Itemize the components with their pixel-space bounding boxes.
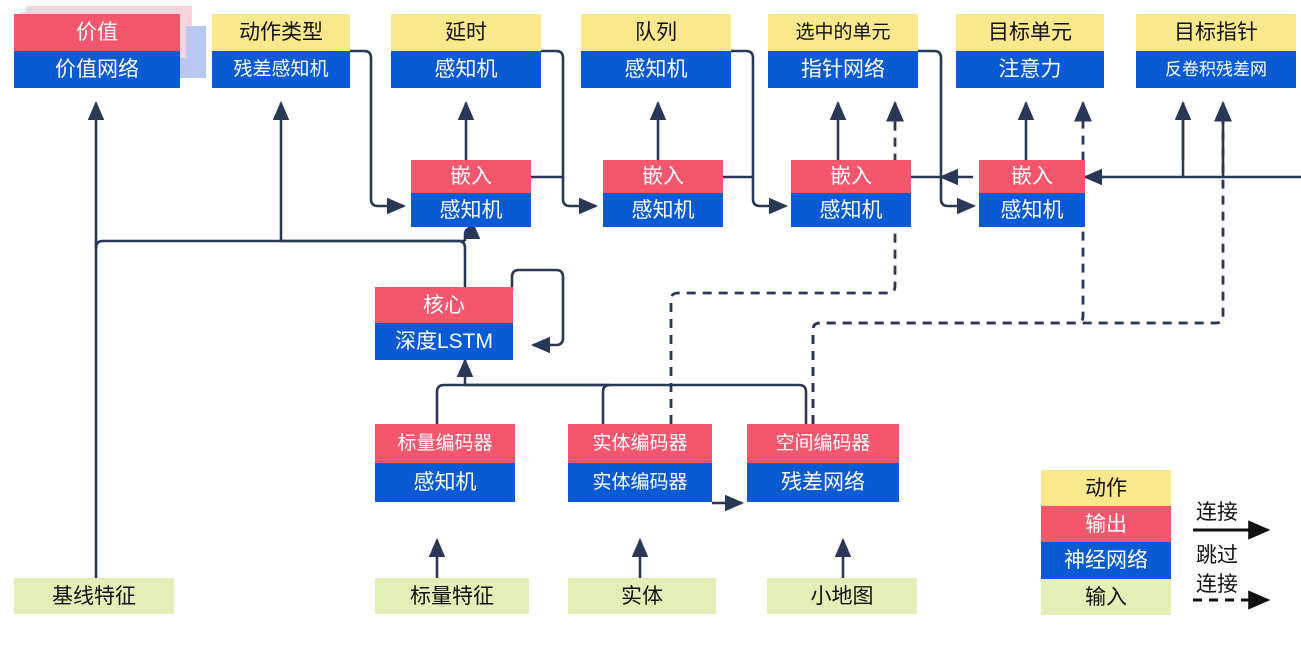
node-delay-bottom: 感知机 [391,51,541,88]
wire-queue-to-embed3 [731,49,789,215]
node-scalar-encoder[interactable]: 标量编码器 感知机 [375,424,515,502]
legend-label-skip-line2: 连接 [1196,573,1238,596]
node-target-unit-top: 目标单元 [956,14,1104,51]
legend-label-connection: 连接 [1196,501,1238,524]
node-spatial-encoder-top: 空间编码器 [747,424,899,463]
node-embed-4[interactable]: 嵌入 感知机 [979,160,1085,227]
node-selected-units-top: 选中的单元 [768,14,918,51]
legend-swatches: 动作 输出 神经网络 输入 [1041,470,1171,615]
node-target-pointer-bottom: 反卷积残差网 [1136,51,1296,88]
node-delay[interactable]: 延时 感知机 [391,14,541,88]
node-value-bottom: 价值网络 [14,51,180,88]
node-target-pointer-top: 目标指针 [1136,14,1296,51]
node-spatial-encoder-bottom: 残差网络 [747,463,899,502]
wire-core-to-left-bus [94,239,467,255]
node-embed-2-bottom: 感知机 [603,193,723,227]
legend-swatch-action: 动作 [1041,470,1171,506]
node-queue-bottom: 感知机 [581,51,731,88]
wire-spatialenc-up [465,383,808,424]
wire-delay-to-embed2 [541,49,599,215]
node-embed-1-bottom: 感知机 [411,193,531,227]
skip-entityenc-to-selectedunits [669,112,897,424]
node-entity-encoder-bottom: 实体编码器 [568,463,712,502]
node-target-unit-bottom: 注意力 [956,51,1104,88]
input-entities[interactable]: 实体 [568,578,716,614]
node-embed-2-top: 嵌入 [603,160,723,193]
node-selected-units-bottom: 指针网络 [768,51,918,88]
node-delay-top: 延时 [391,14,541,51]
node-embed-4-top: 嵌入 [979,160,1085,193]
node-target-pointer[interactable]: 目标指针 反卷积残差网 [1136,14,1296,88]
wire-core-self-loop [510,268,565,354]
node-core-top: 核心 [375,287,513,323]
node-embed-3-bottom: 感知机 [791,193,911,227]
legend-swatch-input: 输入 [1041,579,1171,615]
skip-spatialenc-to-targetpointer [811,112,1225,424]
node-embed-1[interactable]: 嵌入 感知机 [411,160,531,227]
wire-scalarenc-up [435,383,465,424]
node-scalar-encoder-bottom: 感知机 [375,463,515,502]
skip-spatialenc-to-targetunit [811,112,1085,424]
node-value-top: 价值 [14,14,180,51]
node-core-bottom: 深度LSTM [375,323,513,360]
node-queue-top: 队列 [581,14,731,51]
node-action-type-bottom: 残差感知机 [212,51,350,88]
node-entity-encoder[interactable]: 实体编码器 实体编码器 [568,424,712,502]
node-spatial-encoder[interactable]: 空间编码器 残差网络 [747,424,899,502]
node-entity-encoder-top: 实体编码器 [568,424,712,463]
wire-core-to-embed1 [463,219,481,241]
input-minimap[interactable]: 小地图 [767,578,917,614]
node-value[interactable]: 价值 价值网络 [14,14,180,88]
legend-swatch-output: 输出 [1041,506,1171,542]
node-embed-2[interactable]: 嵌入 感知机 [603,160,723,227]
node-action-type[interactable]: 动作类型 残差感知机 [212,14,350,88]
node-embed-1-top: 嵌入 [411,160,531,193]
wire-entityenc-up [465,383,612,424]
wire-actiontype-to-embed1 [350,49,407,215]
node-target-unit[interactable]: 目标单元 注意力 [956,14,1104,88]
node-core[interactable]: 核心 深度LSTM [375,287,513,360]
node-embed-3-top: 嵌入 [791,160,911,193]
input-baseline-features[interactable]: 基线特征 [14,578,174,614]
node-embed-4-bottom: 感知机 [979,193,1085,227]
node-queue[interactable]: 队列 感知机 [581,14,731,88]
node-scalar-encoder-top: 标量编码器 [375,424,515,463]
wire-selectedunits-to-embed4 [918,49,977,215]
legend-label-skip-line1: 跳过 [1196,544,1238,567]
node-embed-3[interactable]: 嵌入 感知机 [791,160,911,227]
input-scalar-features[interactable]: 标量特征 [375,578,529,614]
node-selected-units[interactable]: 选中的单元 指针网络 [768,14,918,88]
node-action-type-top: 动作类型 [212,14,350,51]
legend-swatch-network: 神经网络 [1041,542,1171,579]
